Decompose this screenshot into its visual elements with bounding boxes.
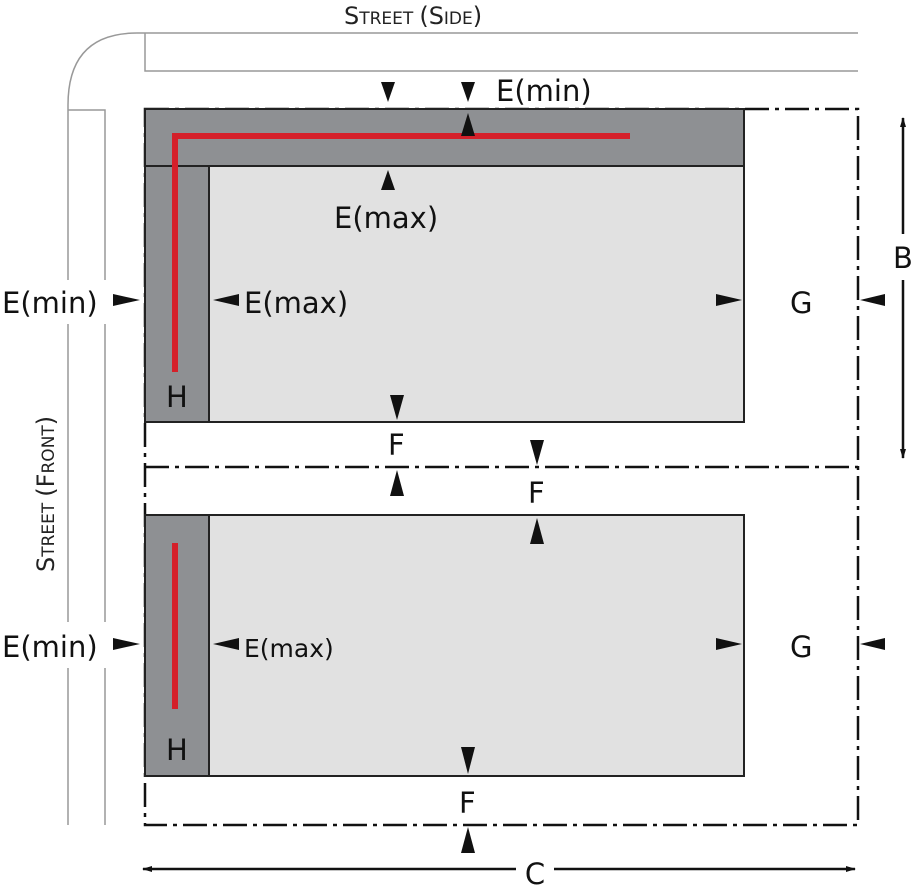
street-side-inner-edge [144,33,858,72]
pointer-left-icon [213,638,239,650]
label-e-max-left-lower: E(max) [244,634,334,663]
label-c: C [525,857,545,891]
building-area-lower [144,514,745,777]
dimension-b: B [886,117,918,459]
pointer-down-icon [390,395,404,420]
label-bg [0,622,108,668]
pointer-up-icon [381,170,395,190]
label-f-bottom: F [459,786,476,820]
corner-lot [144,108,745,423]
building-area-upper [144,165,745,423]
label-g-lower: G [790,630,812,664]
pointer-left-icon [860,294,885,306]
label-g-upper: G [790,286,812,320]
pointer-right-icon [113,294,140,306]
dimension-pointers [113,82,885,853]
label-bg [886,234,918,280]
label-h-lower: H [166,733,188,767]
street-front-inner-edge [68,109,106,825]
dimension-c: C [142,848,856,891]
pointer-right-icon [113,638,140,650]
active-frontage-line-upper [172,133,630,372]
label-h-upper: H [166,380,188,414]
label-bg [516,848,554,891]
street-outline [67,32,858,825]
pointer-left-icon [213,294,239,306]
pointer-down-icon [461,82,475,102]
pointer-right-icon [716,638,742,650]
pointer-up-icon [461,113,475,136]
pointer-up-icon [390,470,404,496]
pointer-down-icon [461,747,475,774]
label-e-min-left-lower: E(min) [2,630,98,664]
label-b: B [893,241,913,275]
label-e-max-top: E(max) [334,201,438,235]
street-front-label: STREET(FRONT) [32,416,60,572]
label-bg [0,280,108,324]
pointer-left-icon [860,638,885,650]
label-e-min-left-upper: E(min) [2,286,98,320]
label-e-max-left-upper: E(max) [244,286,348,320]
label-f-upper: F [388,428,405,462]
pointer-down-icon [530,440,544,465]
label-e-min-top: E(min) [496,74,592,108]
pointer-up-icon [530,518,544,544]
street-outer-edge [67,32,858,825]
street-side-label: STREET(SIDE) [344,2,482,30]
interior-lot [144,514,745,777]
pointer-up-icon [461,827,475,853]
label-f-middle: F [528,476,545,510]
pointer-right-icon [716,294,742,306]
pointer-down-icon [381,82,395,102]
